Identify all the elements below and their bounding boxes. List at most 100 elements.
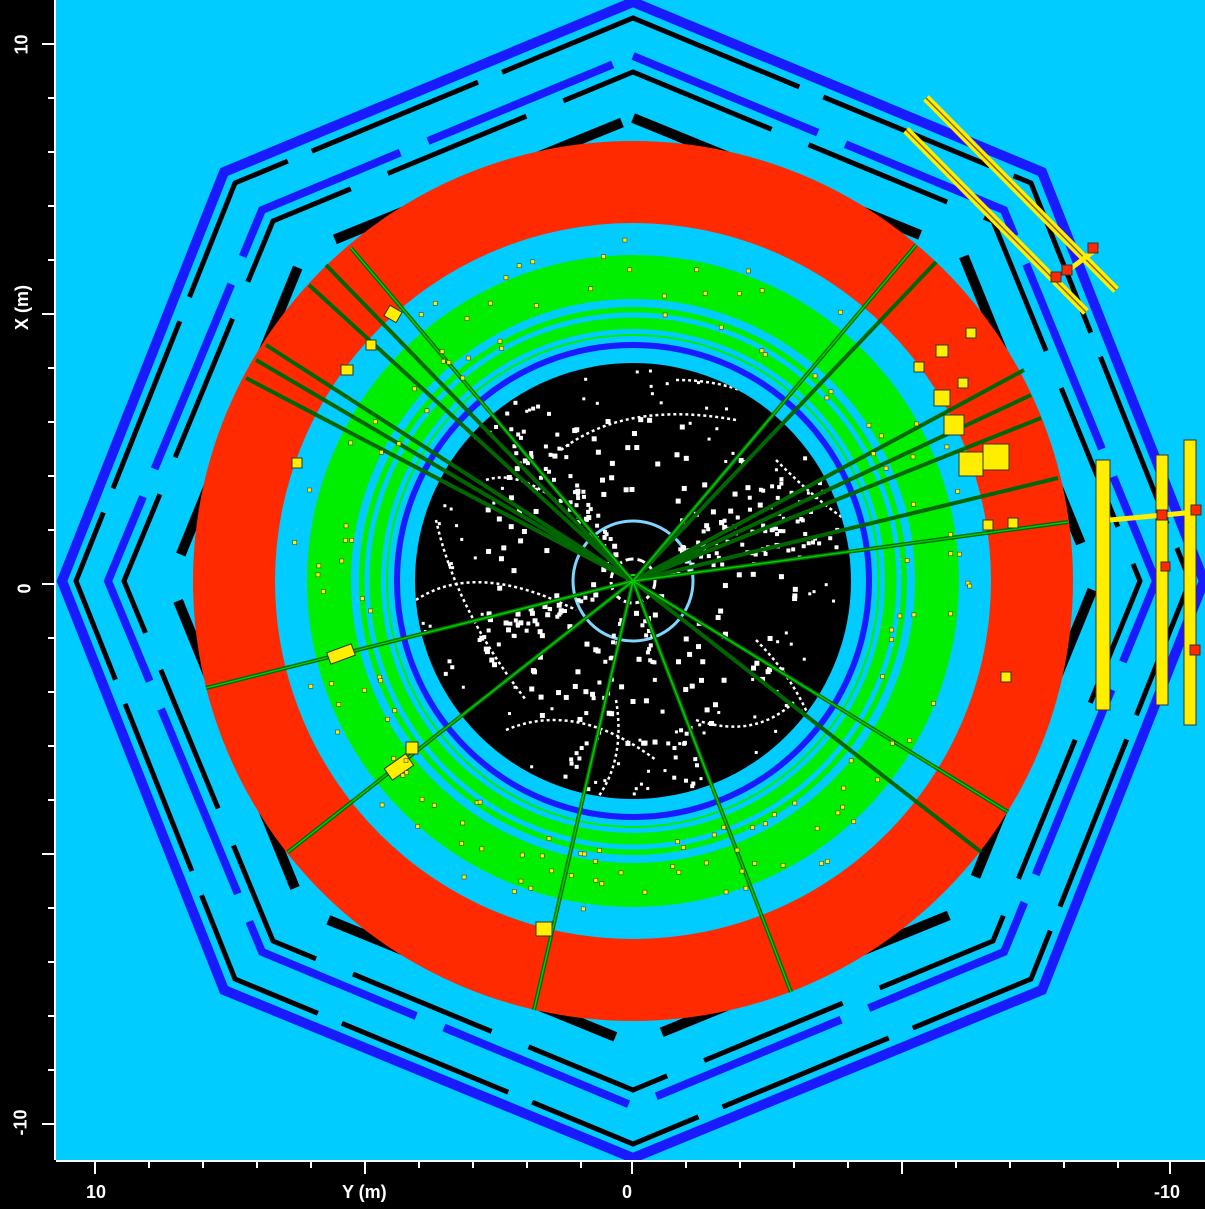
- em-cell: [391, 756, 396, 761]
- hit: [586, 502, 591, 507]
- hit: [460, 537, 464, 541]
- jet-line: [632, 476, 1059, 583]
- muon-track-right: [1109, 509, 1197, 523]
- hit: [707, 437, 711, 441]
- hit: [586, 509, 591, 514]
- em-cell: [419, 797, 425, 802]
- hit: [583, 689, 589, 695]
- hit: [724, 459, 728, 463]
- hit: [638, 417, 644, 423]
- hit: [722, 631, 728, 637]
- hit: [503, 620, 509, 626]
- em-cell: [518, 878, 524, 884]
- hit: [740, 542, 745, 547]
- hit: [486, 628, 491, 633]
- hit: [609, 475, 615, 481]
- hit: [576, 520, 581, 525]
- em-cell: [883, 465, 889, 471]
- solenoid-thin: [386, 334, 880, 828]
- deposit: [1000, 671, 1012, 683]
- hit: [745, 485, 751, 491]
- hit: [447, 563, 451, 567]
- hit: [808, 592, 812, 596]
- hit: [496, 516, 502, 522]
- hit: [803, 456, 808, 461]
- em-cell: [618, 870, 624, 876]
- hit: [789, 642, 793, 646]
- trt-ring: [571, 519, 695, 643]
- deposit: [1007, 517, 1019, 529]
- hit: [575, 491, 580, 496]
- muon-hit: [1050, 271, 1062, 283]
- deposit: [982, 443, 1010, 471]
- hit: [803, 531, 808, 536]
- em-cell: [316, 563, 322, 569]
- hit: [675, 659, 681, 665]
- hit: [774, 526, 779, 531]
- hit: [629, 487, 635, 493]
- hit: [522, 458, 528, 464]
- hit: [792, 593, 798, 599]
- hit: [508, 524, 514, 530]
- hit: [646, 628, 651, 633]
- hit: [574, 751, 579, 756]
- hit: [590, 692, 595, 697]
- hit: [697, 381, 701, 385]
- em-cell: [931, 701, 936, 706]
- em-cell: [835, 810, 841, 816]
- hit: [715, 615, 721, 621]
- hit: [698, 723, 702, 727]
- em-cell: [460, 820, 465, 826]
- em-cell: [642, 889, 648, 895]
- em-cell: [400, 773, 406, 778]
- hit: [550, 707, 554, 711]
- track-arc-4: [755, 639, 828, 781]
- hit: [484, 649, 490, 655]
- em-cell: [378, 678, 383, 683]
- detector-display: [56, 0, 1205, 1164]
- em-cell: [880, 674, 885, 679]
- hit: [600, 477, 606, 483]
- em-cell: [593, 859, 598, 864]
- em-cell: [379, 802, 385, 808]
- hit: [644, 633, 649, 638]
- hit: [529, 455, 534, 460]
- em-cell: [911, 502, 916, 507]
- hit: [557, 446, 562, 451]
- em-cell: [890, 740, 895, 746]
- hit: [515, 611, 521, 617]
- hit: [605, 419, 611, 425]
- hit: [784, 703, 788, 707]
- hit: [496, 642, 501, 647]
- jet-line: [254, 358, 635, 583]
- em-cell: [546, 836, 552, 841]
- hit: [581, 489, 586, 494]
- x-axis-title: Y (m): [342, 1182, 387, 1202]
- hit: [477, 638, 482, 643]
- em-cell: [762, 352, 768, 357]
- hit: [558, 610, 563, 615]
- hit: [781, 667, 785, 671]
- hit: [515, 623, 520, 628]
- hit: [537, 654, 543, 660]
- hit: [753, 715, 757, 719]
- hit: [689, 683, 695, 689]
- hit: [517, 508, 523, 514]
- hit: [527, 408, 531, 412]
- em-cell: [889, 627, 894, 633]
- hit: [699, 554, 704, 559]
- hit: [769, 527, 775, 533]
- hit: [795, 519, 800, 524]
- hit: [480, 612, 484, 616]
- em-cell: [348, 440, 353, 446]
- em-cell: [812, 373, 818, 379]
- em-cell: [512, 889, 517, 894]
- hit: [655, 461, 661, 467]
- hit: [552, 453, 558, 459]
- em-cell: [520, 852, 525, 858]
- hit: [539, 712, 545, 718]
- em-cell: [597, 848, 602, 853]
- hit: [660, 709, 665, 714]
- em-cell: [772, 812, 777, 817]
- hit: [679, 728, 684, 733]
